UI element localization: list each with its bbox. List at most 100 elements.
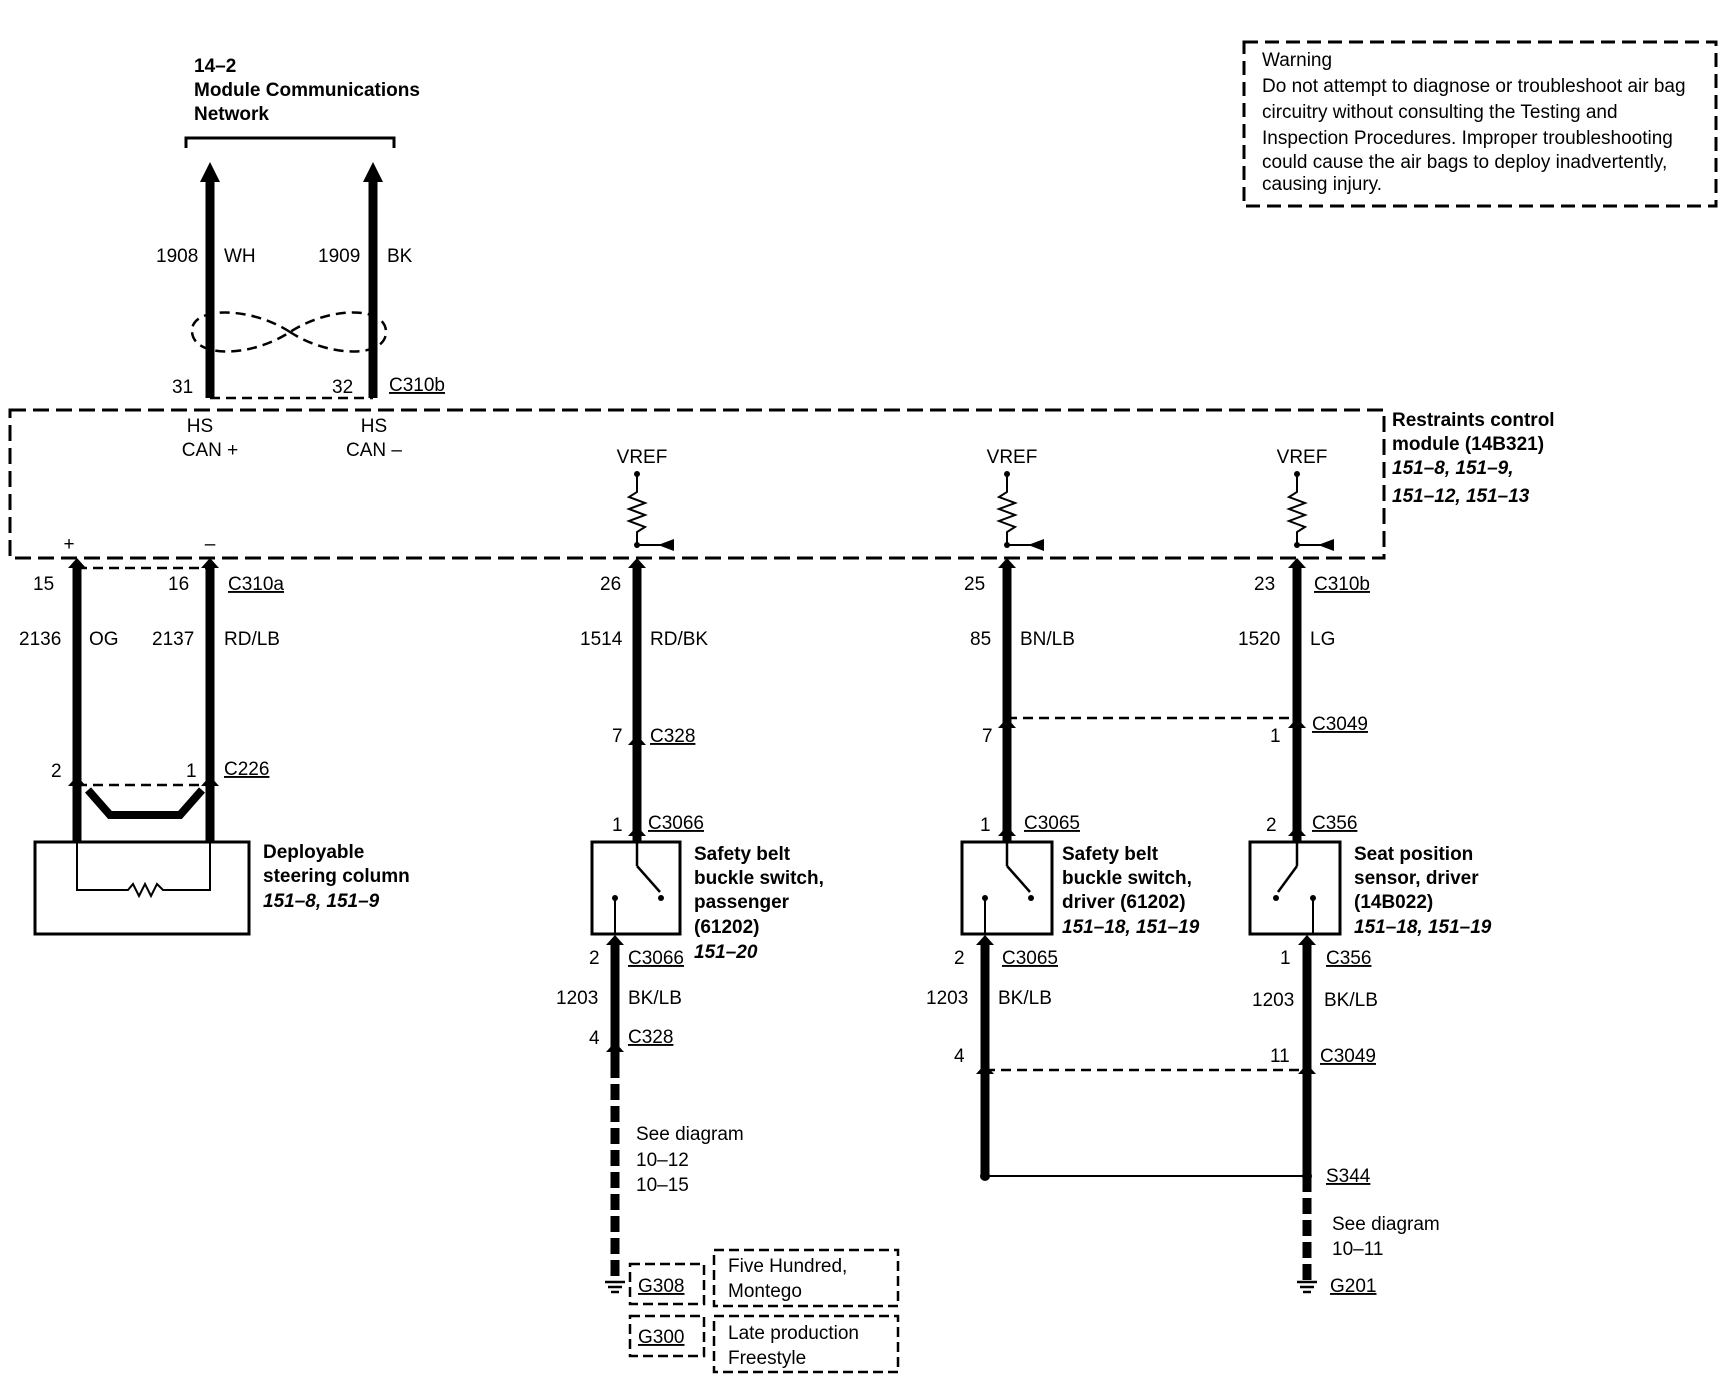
hs-can-plus-2: CAN + (182, 440, 239, 461)
wire-1520-color: LG (1310, 629, 1335, 650)
driver-buckle-circuit: 25 85 BN/LB 7 1 C3065 Safety belt buckle… (926, 558, 1307, 1181)
restraints-control-module: HS CAN + HS CAN – Restraints control mod… (8, 408, 1555, 560)
wire-1203-seat-circuit: 1203 (1252, 990, 1294, 1011)
pullup-resistor (996, 474, 1018, 545)
passenger-buckle-circuit: 26 1514 RD/BK 7 C328 1 C3066 Safety belt… (556, 558, 900, 1374)
ground-g308: G308 (638, 1276, 684, 1297)
connector-c3065-bottom: C3065 (1002, 948, 1058, 969)
c3065-pin-1-marker (998, 826, 1016, 836)
pin-16-marker (201, 558, 219, 568)
seat-see-2: 10–11 (1332, 1239, 1383, 1260)
sense-arrow (1028, 539, 1044, 551)
pin-1: 1 (186, 761, 197, 782)
network-line-2: Network (194, 104, 269, 125)
module-outline (8, 408, 1386, 560)
wire-85-circuit: 85 (970, 629, 991, 650)
vref-circuit-passenger: VREF (617, 447, 674, 551)
c3049-pin-7-marker (998, 718, 1016, 728)
module-refs-1: 151–8, 151–9, (1392, 458, 1514, 479)
pin-26: 26 (600, 574, 621, 595)
network-ref: 14–2 (194, 56, 236, 77)
warning-line-4: could cause the air bags to deploy inadv… (1262, 152, 1667, 173)
hs-can-minus-1: HS (361, 416, 387, 437)
wire-1908-color: WH (224, 246, 256, 267)
switch-arm (636, 865, 661, 893)
passenger-see-1: See diagram (636, 1124, 744, 1145)
g308-note-box (712, 1248, 900, 1308)
can-pin-31: 31 (172, 377, 193, 398)
warning-box: Warning Do not attempt to diagnose or tr… (1242, 40, 1718, 208)
pin-1-marker (201, 776, 219, 786)
passenger-name-3: passenger (694, 892, 790, 913)
c328-pin-4-marker (606, 1042, 624, 1052)
wire-1908-circuit: 1908 (156, 246, 198, 267)
network-line-1: Module Communications (194, 80, 420, 101)
passenger-see-3: 10–15 (636, 1175, 689, 1196)
c356-pin-2: 2 (1266, 815, 1277, 836)
warning-line-3: Inspection Procedures. Improper troubles… (1262, 128, 1673, 149)
g300-note-1: Late production (728, 1323, 859, 1344)
passenger-name-4: (61202) (694, 917, 760, 938)
seat-name-2: sensor, driver (1354, 868, 1479, 889)
pin-15-marker (68, 558, 86, 568)
connector-c3049-top: C3049 (1312, 714, 1368, 735)
steering-name-1: Deployable (263, 842, 364, 863)
hs-can-plus-1: HS (187, 416, 213, 437)
pin-26-marker (628, 558, 646, 568)
module-refs-2: 151–12, 151–13 (1392, 486, 1530, 507)
steering-plus-sign: + (63, 534, 74, 555)
c3049-pin-11: 11 (1270, 1046, 1290, 1067)
wire-85-color: BN/LB (1020, 629, 1075, 650)
passenger-refs: 151–20 (694, 942, 758, 963)
c3066-pin-2-marker (606, 935, 624, 945)
driver-name-2: buckle switch, (1062, 868, 1192, 889)
vref-circuit-driver: VREF (987, 447, 1044, 551)
passenger-see-2: 10–12 (636, 1150, 689, 1171)
c328-pin-7: 7 (612, 726, 623, 747)
splice-s344: S344 (1326, 1166, 1371, 1187)
twisted-pair-symbol (190, 311, 388, 353)
warning-title: Warning (1262, 50, 1332, 71)
switch-contact-a (658, 895, 664, 901)
steering-refs: 151–8, 151–9 (263, 891, 380, 912)
vref-circuit-seat: VREF (1277, 447, 1334, 551)
seat-refs: 151–18, 151–19 (1354, 917, 1492, 938)
g308-note-2: Montego (728, 1281, 802, 1302)
connector-c356-top: C356 (1312, 813, 1357, 834)
c356-pin-2-marker (1288, 826, 1306, 836)
pin-16: 16 (168, 574, 189, 595)
wire-2136-color: OG (89, 629, 119, 650)
vref-label-driver: VREF (987, 447, 1038, 468)
wire-1520-circuit: 1520 (1238, 629, 1280, 650)
ground-icon (1297, 1280, 1317, 1294)
seat-sensor-box (1248, 840, 1342, 936)
c3065-pin-2: 2 (954, 948, 965, 969)
ground-g201: G201 (1330, 1276, 1376, 1297)
wire-1203-driver-color: BK/LB (998, 988, 1052, 1009)
switch-contact-a (1273, 895, 1279, 901)
connector-c3066-top: C3066 (648, 813, 704, 834)
g300-note-box (712, 1314, 900, 1374)
wire-1203-passenger-circuit: 1203 (556, 988, 598, 1009)
pin-25: 25 (964, 574, 985, 595)
c3066-pin-2: 2 (589, 948, 600, 969)
warning-line-5: causing injury. (1262, 174, 1382, 195)
connector-c310b-top: C310b (389, 375, 445, 396)
wire-1514-color: RD/BK (650, 629, 708, 650)
passenger-name-2: buckle switch, (694, 868, 824, 889)
driver-refs: 151–18, 151–19 (1062, 917, 1200, 938)
c3049-pin-7: 7 (982, 726, 993, 747)
seat-name-3: (14B022) (1354, 892, 1433, 913)
connector-c226: C226 (224, 759, 269, 780)
network-label: 14–2 Module Communications Network (184, 56, 420, 148)
g308-box (628, 1262, 706, 1306)
g300-box (628, 1314, 706, 1358)
wire-1203-driver-circuit: 1203 (926, 988, 968, 1009)
connector-c356-bottom: C356 (1326, 948, 1371, 969)
steering-column-circuit: 15 16 C310a 2136 OG 2137 RD/LB 2 1 C226 … (19, 558, 410, 936)
steering-column-resistor (76, 842, 211, 899)
switch-contact-a (1028, 895, 1034, 901)
seat-sensor-circuit: 23 C310b 1520 LG 1 C3049 2 C356 Seat pos… (1238, 558, 1492, 1297)
shorting-bar (84, 787, 206, 819)
driver-name-3: driver (61202) (1062, 892, 1186, 913)
